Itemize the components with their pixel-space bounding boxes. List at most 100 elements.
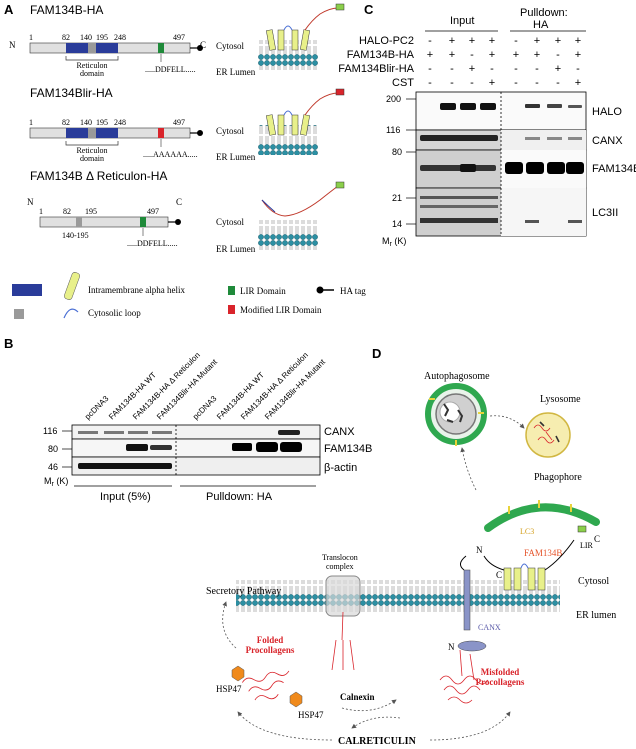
pos-label: 140-195 <box>62 231 89 240</box>
phagophore-icon <box>484 503 600 532</box>
legend-lir-label: LIR Domain <box>240 286 286 296</box>
loop-legend-swatch <box>14 309 24 319</box>
fam134b-label: FAM134B <box>524 548 562 558</box>
n-terminus-label: N <box>476 545 483 555</box>
mr-label: Mr (K) <box>382 236 406 248</box>
translocon-icon <box>325 575 361 617</box>
mod-lir-legend-swatch <box>228 305 235 314</box>
cytosol-label: Cytosol <box>216 41 245 51</box>
condition-sign: + <box>575 49 581 61</box>
lane-label: pcDNA3 <box>191 394 219 422</box>
condition-sign: - <box>556 77 560 89</box>
mw-label: 116 <box>43 426 57 436</box>
construct-title: FAM134Blir-HA <box>30 86 113 100</box>
legend-ha-label: HA tag <box>340 286 366 296</box>
helix-green-icon <box>64 272 80 300</box>
panel-c-header: Input Pulldown: HA <box>425 7 586 32</box>
lir-legend-swatch <box>228 286 235 295</box>
pos-label: 248 <box>114 118 126 127</box>
condition-sign: + <box>427 49 433 61</box>
lir-icon <box>335 3 345 11</box>
condition-sign: + <box>534 49 540 61</box>
band-label-canx: CANX <box>592 135 623 147</box>
condition-sign: - <box>450 77 454 89</box>
calnexin-label: Calnexin <box>340 692 375 702</box>
blot-b: 116 80 46 Mr (K) CANX FAM134B β-actin In… <box>43 424 372 503</box>
modified-lir-block <box>158 128 164 138</box>
ha-tag-icon <box>175 219 181 225</box>
mw-label: 14 <box>392 219 402 229</box>
group-label-input: Input (5%) <box>100 491 151 503</box>
canx-label: CANX <box>478 623 501 632</box>
legend-helix-label: Intramembrane alpha helix <box>88 285 185 295</box>
secretory-pathway-label: Secretory Pathway <box>206 586 281 597</box>
condition-sign: - <box>450 63 454 75</box>
condition-sign: - <box>535 63 539 75</box>
pos-label: 248 <box>114 33 126 42</box>
autophagosome-label: Autophagosome <box>424 371 490 382</box>
panel-d-diagram: Autophagosome Lysosome Phagophore LC3 C … <box>206 371 616 747</box>
band-label-fam134b: FAM134B <box>324 443 372 455</box>
mw-label: 116 <box>386 125 400 135</box>
band-label-fam134b: FAM134B <box>592 163 636 175</box>
er-membrane <box>236 580 560 612</box>
topology-cartoon-2: Cytosol ER Lumen <box>216 88 345 162</box>
mw-label: 80 <box>48 444 58 454</box>
condition-sign: - <box>514 35 518 47</box>
cytosol-label: Cytosol <box>216 126 245 136</box>
pos-label: 497 <box>173 33 185 42</box>
er-lumen-label: ER Lumen <box>216 244 256 254</box>
input-header: Input <box>450 15 474 27</box>
er-lumen-label: ER lumen <box>576 610 616 621</box>
condition-sign: - <box>428 63 432 75</box>
c-terminus-label: C <box>594 534 600 544</box>
folded-label-2: Procollagens <box>246 645 295 655</box>
cytosol-label: Cytosol <box>578 576 609 587</box>
panel-c-condition-table: HALO-PC2-+++-+++FAM134B-HA++-+++-+FAM134… <box>338 35 581 89</box>
hsp47-label: HSP47 <box>298 710 324 720</box>
pos-label: 1 <box>29 118 33 127</box>
phagophore-label: Phagophore <box>534 472 582 483</box>
condition-sign: - <box>470 49 474 61</box>
pulldown-header-ha: HA <box>533 19 549 31</box>
band-label-canx: CANX <box>324 426 355 438</box>
condition-sign: + <box>575 35 581 47</box>
blot-c: 200 116 80 21 14 Mr (K) HALO CANX FAM134… <box>382 91 636 248</box>
mw-label: 200 <box>386 94 401 104</box>
condition-sign: - <box>470 77 474 89</box>
condition-sign: - <box>514 63 518 75</box>
ha-tag-icon <box>316 286 324 294</box>
band-label-lc3ii: LC3II <box>592 207 618 219</box>
condition-sign: + <box>555 35 561 47</box>
pos-label: 82 <box>63 207 71 216</box>
loop-icon <box>63 308 79 319</box>
mw-label: 80 <box>392 147 402 157</box>
condition-sign: - <box>576 63 580 75</box>
pos-label: 1 <box>39 207 43 216</box>
folded-label: Folded <box>257 635 284 645</box>
condition-sign: + <box>449 35 455 47</box>
condition-row-label: CST <box>392 77 414 89</box>
n-terminus-label: N <box>448 642 455 652</box>
helix-block <box>96 43 118 53</box>
condition-sign: + <box>513 49 519 61</box>
hsp47-label: HSP47 <box>216 684 242 694</box>
construct-title: FAM134B Δ Reticulon-HA <box>30 169 167 183</box>
pos-label: 82 <box>62 118 70 127</box>
helix-block <box>66 43 88 53</box>
mw-label: 21 <box>392 193 402 203</box>
pos-label: 497 <box>173 118 185 127</box>
condition-sign: + <box>534 35 540 47</box>
panel-a-label: A <box>4 2 14 17</box>
mr-label: Mr (K) <box>44 476 68 488</box>
pos-label: 497 <box>147 207 159 216</box>
topology-cartoon-3: Cytosol ER Lumen <box>216 181 345 254</box>
pos-label: 140 <box>80 118 92 127</box>
cytosol-label: Cytosol <box>216 217 245 227</box>
membrane <box>258 40 318 70</box>
legend-mod-lir-label: Modified LIR Domain <box>240 305 322 315</box>
condition-sign: + <box>489 77 495 89</box>
